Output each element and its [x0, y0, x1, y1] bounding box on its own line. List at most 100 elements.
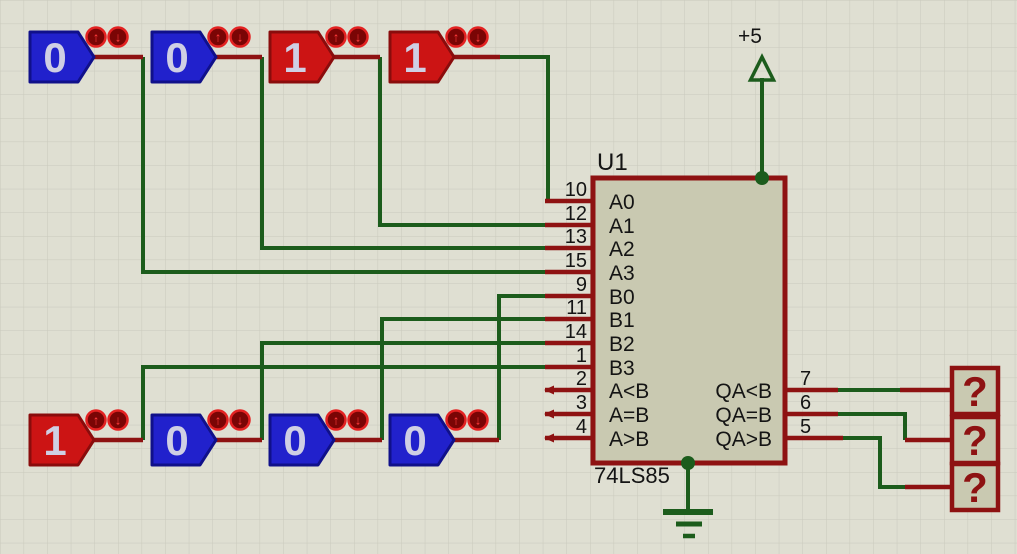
pin-name: A1 [609, 215, 635, 238]
up-arrow-icon[interactable]: ↑ [333, 413, 340, 428]
junction-dot-gnd [681, 456, 695, 470]
down-arrow-icon[interactable]: ↓ [355, 413, 362, 428]
wires [141, 55, 907, 511]
wire-a1 [378, 57, 545, 227]
pin-name: A0 [609, 191, 635, 214]
toggle-up-button[interactable] [445, 26, 467, 48]
wire-a0 [500, 55, 550, 200]
logic-input-value: 1 [403, 34, 426, 81]
logic-input-bottom-3[interactable]: 0 ↑ ↓ [268, 409, 369, 467]
pin-number: 3 [576, 392, 587, 414]
toggle-down-button[interactable] [107, 26, 129, 48]
pin-number: 13 [565, 226, 587, 248]
logic-input-value: 0 [165, 417, 188, 464]
toggle-up-button[interactable] [85, 26, 107, 48]
toggle-down-button[interactable] [467, 409, 489, 431]
ic-left-pin-numbers: 10 12 13 15 9 11 14 1 2 3 4 [565, 179, 587, 438]
down-arrow-icon[interactable]: ↓ [237, 30, 244, 45]
pin-number: 5 [800, 416, 811, 438]
logic-input-bottom-2[interactable]: 0 ↑ ↓ [150, 409, 251, 467]
logic-input-bottom-4[interactable]: 0 ↑ ↓ [388, 409, 489, 467]
pin-name: B3 [609, 357, 635, 380]
wire-b3 [141, 365, 545, 440]
pin-number: 15 [565, 250, 587, 272]
wire-qaeb [836, 412, 907, 440]
pin-name: QA<B [715, 380, 772, 403]
down-arrow-icon[interactable]: ↓ [475, 30, 482, 45]
pin-number: 4 [576, 416, 587, 438]
down-arrow-icon[interactable]: ↓ [355, 30, 362, 45]
pin-name: B0 [609, 286, 635, 309]
ic-u1[interactable]: U1 74LS85 10 12 13 15 9 11 14 1 2 3 4 A0… [565, 149, 811, 488]
up-arrow-icon[interactable]: ↑ [333, 30, 340, 45]
ic-left-pin-names: A0 A1 A2 A3 B0 B1 B2 B3 A<B A=B A>B [609, 191, 649, 451]
logic-input-top-1[interactable]: 0 ↑ ↓ [28, 26, 129, 84]
wire-b2 [260, 341, 545, 440]
toggle-down-button[interactable] [229, 409, 251, 431]
toggle-down-button[interactable] [229, 26, 251, 48]
logic-input-value: 1 [43, 417, 66, 464]
toggle-up-button[interactable] [85, 409, 107, 431]
pin-name: A3 [609, 262, 635, 285]
power-arrow-icon [747, 53, 777, 82]
logic-input-body[interactable] [150, 30, 218, 84]
logic-input-body[interactable] [28, 30, 96, 84]
pin-number: 2 [576, 368, 587, 390]
logic-probe-1[interactable]: ? [949, 365, 1001, 417]
down-arrow-icon[interactable]: ↓ [237, 413, 244, 428]
logic-input-value: 0 [165, 34, 188, 81]
ic-right-pins: 7 6 5 QA<B QA=B QA>B [715, 368, 811, 451]
logic-input-bottom-1[interactable]: 1 ↑ ↓ [28, 409, 129, 467]
toggle-up-button[interactable] [325, 409, 347, 431]
probe-pin-leads [900, 387, 952, 490]
wire-qagb [842, 436, 907, 489]
toggle-down-button[interactable] [347, 26, 369, 48]
pin-number: 12 [565, 203, 587, 225]
logic-input-body[interactable] [268, 30, 336, 84]
pin-leads [94, 54, 952, 490]
down-arrow-icon[interactable]: ↓ [115, 30, 122, 45]
up-arrow-icon[interactable]: ↑ [453, 30, 460, 45]
pin-number: 11 [566, 297, 587, 319]
up-arrow-icon[interactable]: ↑ [215, 30, 222, 45]
logic-input-top-3[interactable]: 1 ↑ ↓ [268, 26, 369, 84]
logic-input-body[interactable] [268, 413, 336, 467]
logic-probe-2[interactable]: ? [949, 414, 1001, 466]
toggle-up-button[interactable] [207, 26, 229, 48]
toggle-down-button[interactable] [107, 409, 129, 431]
up-arrow-icon[interactable]: ↑ [215, 413, 222, 428]
logic-input-value: 0 [403, 417, 426, 464]
logic-input-value: 0 [283, 417, 306, 464]
logic-input-value: 0 [43, 34, 66, 81]
logic-input-top-4[interactable]: 1 ↑ ↓ [388, 26, 489, 84]
probe-body[interactable] [949, 365, 1001, 417]
logic-input-body[interactable] [388, 413, 456, 467]
toggle-up-button[interactable] [445, 409, 467, 431]
toggle-up-button[interactable] [207, 409, 229, 431]
logic-input-body[interactable] [388, 30, 456, 84]
pin2-arrowhead [544, 385, 554, 395]
logic-input-body[interactable] [28, 413, 96, 467]
pin-name: A<B [609, 380, 649, 403]
pin-name: QA>B [715, 428, 772, 451]
pin-name: B1 [609, 309, 635, 332]
up-arrow-icon[interactable]: ↑ [93, 30, 100, 45]
probe-body[interactable] [949, 461, 1001, 513]
down-arrow-icon[interactable]: ↓ [115, 413, 122, 428]
up-arrow-icon[interactable]: ↑ [453, 413, 460, 428]
logic-input-body[interactable] [150, 413, 218, 467]
probe-value: ? [962, 417, 988, 464]
logic-probe-3[interactable]: ? [949, 461, 1001, 513]
toggle-down-button[interactable] [467, 26, 489, 48]
toggle-up-button[interactable] [325, 26, 347, 48]
pin-name: A>B [609, 428, 649, 451]
ic-part-label: 74LS85 [594, 463, 670, 488]
wire-b1 [380, 317, 545, 440]
logic-input-top-2[interactable]: 0 ↑ ↓ [150, 26, 251, 84]
down-arrow-icon[interactable]: ↓ [475, 413, 482, 428]
power-terminal: +5 [738, 25, 777, 82]
toggle-down-button[interactable] [347, 409, 369, 431]
pin-number: 14 [565, 321, 587, 343]
up-arrow-icon[interactable]: ↑ [93, 413, 100, 428]
